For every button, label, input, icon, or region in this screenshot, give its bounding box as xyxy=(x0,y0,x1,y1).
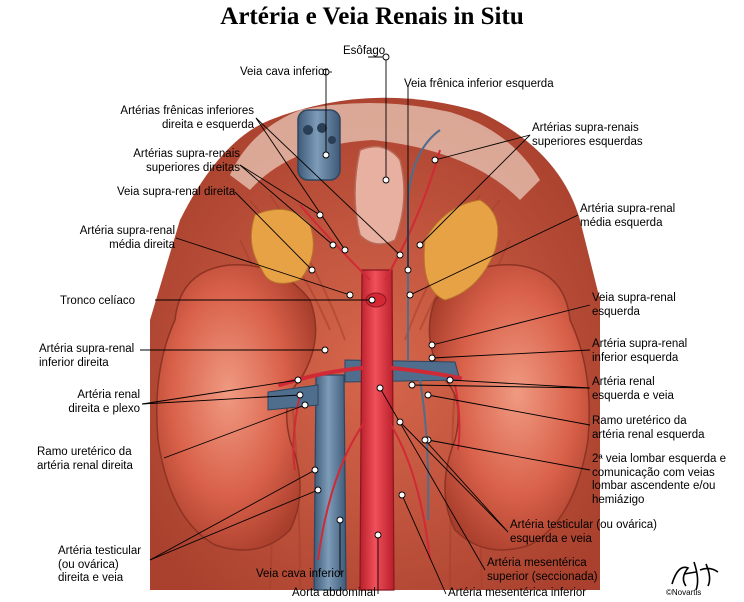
leader-marker-vsrd xyxy=(308,266,316,274)
leader-line-rurae xyxy=(427,394,591,426)
artist-signature xyxy=(671,561,719,591)
label-veia-supra-renal-direita: Veia supra-renal direita xyxy=(117,186,236,198)
right-ureteric-branch xyxy=(292,394,301,471)
left-ureteric-branch xyxy=(454,384,461,451)
leader-line-asrse xyxy=(419,134,531,246)
leader-line-ard2 xyxy=(141,394,301,405)
leader-line-ate xyxy=(399,421,509,533)
leader-marker-tc xyxy=(368,296,376,304)
leader-marker-are2 xyxy=(446,376,454,384)
leader-marker-ami xyxy=(398,491,406,499)
leader-marker-esofago2 xyxy=(382,176,390,184)
leader-line-vsre xyxy=(431,304,591,346)
label-arteria-testicular-direita: Artéria testicular(ou ovárica) direita e… xyxy=(58,545,142,584)
label-veia-frenica-inferior-esquerda: Veia frênica inferior esquerda xyxy=(404,78,554,90)
label-esofago: Esôfago xyxy=(343,45,386,57)
label-arteria-mesenterica-inferior: Artéria mesentérica inferior xyxy=(448,587,587,599)
leader-marker-esofago xyxy=(382,53,390,61)
leader-marker-are xyxy=(408,381,416,389)
leader-line-are xyxy=(411,384,591,389)
abdominal-aorta xyxy=(359,269,395,591)
leader-line-asrie xyxy=(431,349,591,359)
leader-marker-vsre xyxy=(428,341,436,349)
leader-line-afi-r xyxy=(255,117,401,256)
leader-marker-ard xyxy=(294,376,302,384)
left-renal-artery xyxy=(390,366,462,380)
leader-marker-ams xyxy=(376,384,384,392)
leader-line-atd2 xyxy=(149,489,319,561)
leader-marker-ate xyxy=(396,418,404,426)
leader-marker-afi-l xyxy=(341,246,349,254)
leader-marker-atd2 xyxy=(314,486,322,494)
leader-marker-vfie xyxy=(404,266,412,274)
leader-line-asrme xyxy=(409,214,579,296)
credit: ©Novartis xyxy=(666,588,702,597)
page-title: Artéria e Veia Renais in Situ xyxy=(220,3,524,30)
leader-marker-afi-r xyxy=(396,251,404,259)
leader-line-vsrd xyxy=(234,191,313,271)
leader-line-ard xyxy=(141,379,299,405)
leader-marker-asrse xyxy=(416,241,424,249)
leader-marker-vci-top2 xyxy=(322,151,330,159)
leader-marker-vci-top xyxy=(322,68,330,76)
leader-marker-asrsd xyxy=(329,241,337,249)
leader-line-ate2 xyxy=(424,439,509,533)
leader-line-svl xyxy=(427,439,591,471)
esophagus xyxy=(354,145,405,245)
right-inferior-phrenic-artery xyxy=(299,204,371,281)
leader-line-ams xyxy=(379,387,486,571)
left-testicular-artery xyxy=(387,419,431,561)
right-testicular-artery xyxy=(317,419,367,561)
leader-marker-ard2 xyxy=(296,391,304,399)
left-adrenal-gland xyxy=(423,199,499,301)
right-adrenal-gland xyxy=(250,208,314,284)
leader-marker-asrmd xyxy=(346,291,354,299)
leader-line-atd xyxy=(149,469,316,561)
leader-line-asrse2 xyxy=(434,134,531,161)
leader-marker-ate2 xyxy=(421,436,429,444)
leader-marker-asrsd2 xyxy=(316,211,324,219)
label-veia-cava-inferior-top: Veia cava inferior xyxy=(240,66,329,78)
leader-line-afi-l xyxy=(255,117,346,251)
leader-line-asrsd xyxy=(239,164,334,246)
label-aorta-abdominal: Aorta abdominal xyxy=(292,587,376,599)
leader-marker-asrie xyxy=(428,354,436,362)
leader-line-rurad xyxy=(163,404,306,459)
left-inferior-phrenic-artery xyxy=(384,149,441,281)
leader-marker-rurad xyxy=(301,401,309,409)
label-tronco-celiaco: Tronco celíaco xyxy=(60,295,135,307)
leader-marker-aa xyxy=(374,531,382,539)
leader-marker-atd xyxy=(311,466,319,474)
label-arteria-testicular-esquerda: Artéria testicular (ou ovárica)esquerda … xyxy=(510,519,657,545)
leader-marker-asrid xyxy=(321,346,329,354)
right-renal-artery xyxy=(278,366,364,387)
leader-marker-asrse2 xyxy=(431,156,439,164)
leader-line-ami xyxy=(401,494,447,595)
leader-marker-rurae xyxy=(424,391,432,399)
leader-marker-asrme xyxy=(406,291,414,299)
label-veia-cava-inferior-bottom: Veia cava inferior xyxy=(256,568,345,580)
leader-line-are2 xyxy=(449,379,591,389)
leader-marker-vci-b xyxy=(336,516,344,524)
left-lumbar-vein xyxy=(419,379,430,521)
leader-line-asrsd2 xyxy=(239,164,321,216)
leader-line-asrmd xyxy=(175,237,351,296)
